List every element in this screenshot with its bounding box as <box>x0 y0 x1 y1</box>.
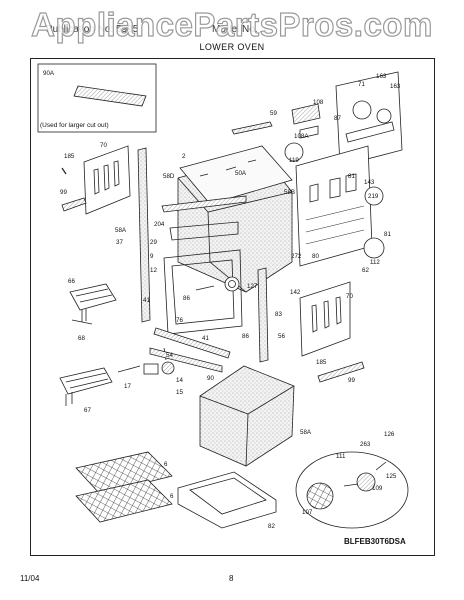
callout-label: 185 <box>316 359 327 366</box>
callout-label: 142 <box>290 289 301 296</box>
callout-label: 58D <box>163 173 175 180</box>
model-number-label: Model No. <box>212 24 258 35</box>
callout-label: 62 <box>362 267 369 274</box>
callout-label: 86 <box>183 295 190 302</box>
insulation-strip-left <box>137 147 151 323</box>
rear-panel <box>335 71 403 167</box>
callout-label: 81 <box>348 173 355 180</box>
callout-label: 99 <box>348 377 355 384</box>
diagram-frame <box>30 58 435 556</box>
callout-label: 50A <box>235 170 247 177</box>
callout-label: 83 <box>275 311 282 318</box>
side-panel-left <box>83 145 131 215</box>
callout-label: 204 <box>154 221 165 228</box>
callout-label: 6 <box>170 493 174 500</box>
callout-labels: 90A 59 108 71 163 163 87 185 70 2 108A 1… <box>43 70 401 530</box>
callout-label: 71 <box>358 81 365 88</box>
callout-label: 67 <box>84 407 91 414</box>
callout-label: 37 <box>116 239 123 246</box>
callout-label: 127 <box>247 283 258 290</box>
callout-label: 82 <box>268 523 275 530</box>
callout-label: 87 <box>334 115 341 122</box>
callout-label: 108A <box>294 133 309 140</box>
callout-label: 6 <box>164 461 168 468</box>
publication-number: Publication No: 5995 <box>46 24 139 35</box>
callout-label: 76 <box>176 317 183 324</box>
callout-label: 107 <box>302 509 313 516</box>
callout-label: 70 <box>100 142 107 149</box>
callout-label: 219 <box>368 193 379 200</box>
callout-label: 2 <box>182 153 186 160</box>
bottom-insulation <box>199 365 295 467</box>
callout-label: 56 <box>278 333 285 340</box>
callout-label: 54 <box>166 352 173 359</box>
callout-label: 9 <box>150 253 154 260</box>
callout-label: 58A <box>115 227 127 234</box>
diagram-title: LOWER OVEN <box>199 42 265 52</box>
callout-label: 109 <box>372 485 383 492</box>
inset-box <box>37 63 157 133</box>
callout-label: 90 <box>207 375 214 382</box>
callout-label: 12 <box>150 267 157 274</box>
callout-label: 143 <box>364 179 375 186</box>
callout-label: 163 <box>376 73 387 80</box>
callout-label: 125 <box>386 473 397 480</box>
callout-label: 17 <box>124 383 131 390</box>
callout-label: 68 <box>78 335 85 342</box>
callout-label: 29 <box>150 239 157 246</box>
callout-label: 15 <box>176 389 183 396</box>
callout-label: 81 <box>384 231 391 238</box>
broil-pan <box>177 471 277 529</box>
top-cover-plate <box>179 145 293 205</box>
callout-label: 90A <box>43 70 55 77</box>
callout-label: 119 <box>289 157 299 164</box>
door-frame <box>163 249 243 335</box>
callout-label: 70 <box>346 293 353 300</box>
model-code: BLFEB30T6DSA <box>344 537 406 546</box>
footer-date: 11/04 <box>20 574 40 583</box>
page-number: 8 <box>229 574 234 583</box>
callout-label: 112 <box>370 259 380 266</box>
callout-label: 41 <box>202 335 209 342</box>
callout-label: 126 <box>384 431 395 438</box>
inset-trim-part <box>73 85 147 107</box>
callout-label: 14 <box>176 377 183 384</box>
callout-label: 108 <box>313 99 324 106</box>
wiring-panel <box>295 145 373 267</box>
callout-label: 272 <box>291 253 302 260</box>
callout-label: 86 <box>242 333 249 340</box>
convection-fan-inset <box>295 451 409 529</box>
callout-label: 263 <box>360 441 371 448</box>
callout-label: 59 <box>270 110 277 117</box>
callout-label: 58B <box>284 189 295 196</box>
callout-label: 163 <box>390 83 401 90</box>
callout-label: 58A <box>300 429 312 436</box>
inset-note-text: (Used for larger cut out) <box>40 122 109 129</box>
oven-rack <box>75 451 173 523</box>
callout-label: 66 <box>68 278 75 285</box>
callout-label: 185 <box>64 153 75 160</box>
callout-label: 111 <box>336 453 346 460</box>
callout-label: 99 <box>60 189 67 196</box>
callout-label: 80 <box>312 253 319 260</box>
callout-label: 41 <box>143 297 150 304</box>
